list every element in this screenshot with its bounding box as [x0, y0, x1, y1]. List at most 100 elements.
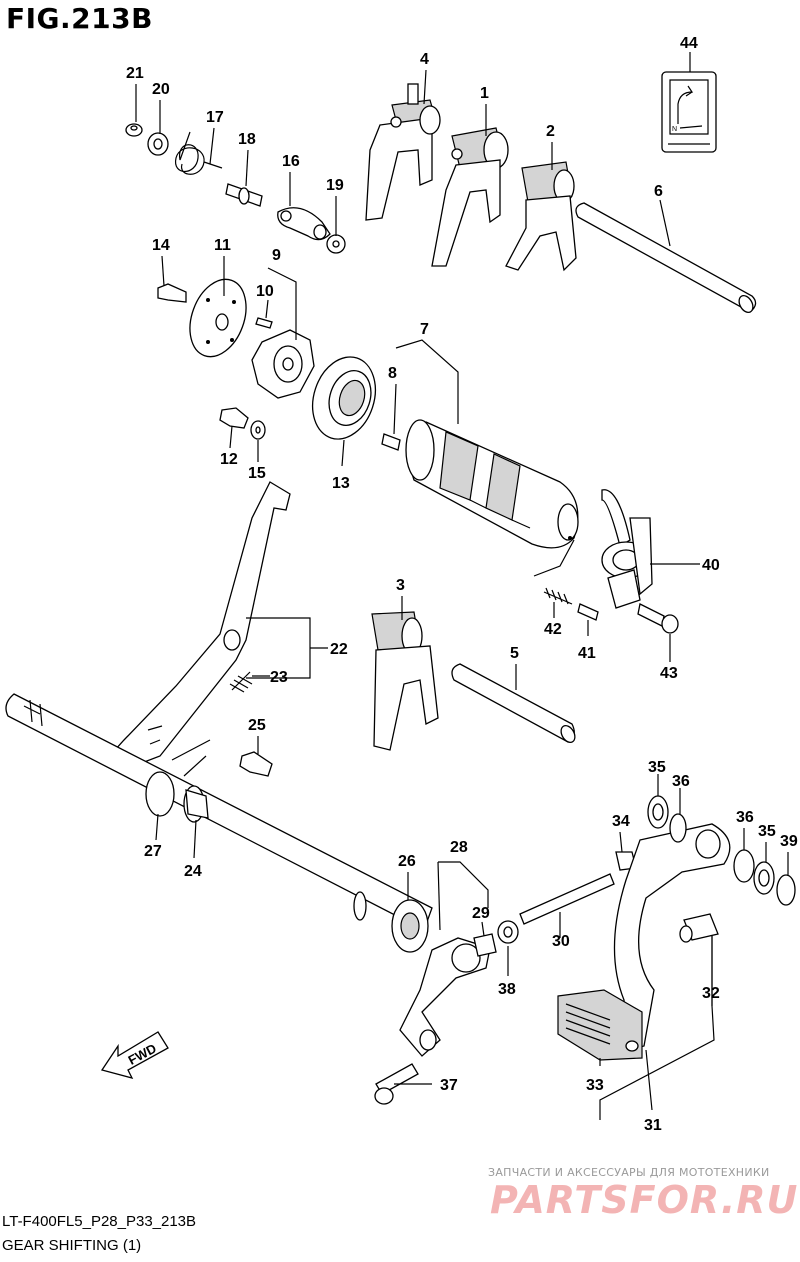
- callout-5: 5: [510, 645, 519, 662]
- callout-8: 8: [388, 365, 397, 382]
- callout-23: 23: [270, 669, 288, 686]
- callout-9: 9: [272, 247, 281, 264]
- part-43-bolt[interactable]: [637, 603, 679, 634]
- part-33-pedal-rubber[interactable]: [557, 989, 643, 1061]
- part-27-spring[interactable]: [145, 739, 211, 817]
- callout-17: 17: [206, 109, 224, 126]
- part-12-bolt[interactable]: [219, 407, 249, 429]
- part-13-bearing[interactable]: [302, 349, 385, 447]
- part-24-collar[interactable]: [183, 785, 209, 823]
- part-25-bolt[interactable]: [239, 751, 273, 777]
- part-5-fork-shaft[interactable]: [451, 663, 578, 745]
- callout-14: 14: [152, 237, 170, 254]
- part-44-label-plate[interactable]: N: [661, 71, 717, 153]
- part-32-bolt[interactable]: [679, 913, 719, 943]
- callout-42: 42: [544, 621, 562, 638]
- part-4-shift-fork[interactable]: [365, 83, 441, 221]
- watermark-logo: PARTSFOR.RU: [490, 1178, 799, 1222]
- part-7-shift-drum[interactable]: [405, 419, 579, 549]
- part-39-circlip[interactable]: [776, 874, 796, 906]
- part-36-oring-left[interactable]: [669, 813, 687, 843]
- callout-26: 26: [398, 853, 416, 870]
- callout-24: 24: [184, 863, 202, 880]
- part-16-arm[interactable]: [277, 207, 331, 241]
- callout-37: 37: [440, 1077, 458, 1094]
- callout-18: 18: [238, 131, 256, 148]
- fwd-label: FWD: [126, 1041, 159, 1068]
- part-20-washer[interactable]: [147, 132, 169, 156]
- callout-35-right: 35: [758, 823, 776, 840]
- figure-code: LT-F400FL5_P28_P33_213B: [2, 1213, 197, 1230]
- callout-2: 2: [546, 123, 555, 140]
- part-37-bolt[interactable]: [374, 1063, 419, 1105]
- callout-labels: 21 20 17 18 16 19 4 1 2 6 44 14 11 9 10 …: [126, 35, 798, 1134]
- part-29-ball-joint[interactable]: [473, 933, 497, 957]
- part-21-nut[interactable]: [125, 123, 143, 137]
- part-40-sensor[interactable]: [601, 489, 653, 609]
- part-31-shift-pedal[interactable]: [613, 823, 731, 1051]
- part-19-washer[interactable]: [326, 234, 346, 254]
- callout-4: 4: [420, 51, 429, 68]
- part-8-pin[interactable]: [381, 433, 401, 451]
- part-42-spring[interactable]: [543, 587, 573, 605]
- callout-25: 25: [248, 717, 266, 734]
- part-26-bearing[interactable]: [391, 899, 429, 953]
- callout-32: 32: [702, 985, 720, 1002]
- part-18-stud[interactable]: [225, 183, 263, 207]
- callout-34: 34: [612, 813, 630, 830]
- callout-15: 15: [248, 465, 266, 482]
- part-30-shift-rod[interactable]: [519, 873, 615, 925]
- part-main-shift-shaft[interactable]: [5, 693, 433, 931]
- callout-38: 38: [498, 981, 516, 998]
- part-23-spring[interactable]: [229, 671, 253, 693]
- callout-1: 1: [480, 85, 489, 102]
- callout-39: 39: [780, 833, 798, 850]
- callout-13: 13: [332, 475, 350, 492]
- callout-7: 7: [420, 321, 429, 338]
- part-38-nut[interactable]: [497, 920, 519, 944]
- part-14-bolt[interactable]: [157, 283, 187, 303]
- part-2-shift-fork[interactable]: [505, 161, 577, 272]
- callout-43: 43: [660, 665, 678, 682]
- callout-33: 33: [586, 1077, 604, 1094]
- callout-41: 41: [578, 645, 596, 662]
- figure-title: FIG.213B: [6, 2, 153, 35]
- part-1-shift-fork[interactable]: [431, 127, 509, 267]
- callout-44: 44: [680, 35, 698, 52]
- callout-28: 28: [450, 839, 468, 856]
- part-36-oring-right[interactable]: [733, 849, 755, 883]
- leader-lines: [135, 52, 789, 1120]
- part-9-cam[interactable]: [251, 329, 315, 399]
- callout-31: 31: [644, 1117, 662, 1134]
- callout-21: 21: [126, 65, 144, 82]
- callout-19: 19: [326, 177, 344, 194]
- callout-35-left: 35: [648, 759, 666, 776]
- callout-29: 29: [472, 905, 490, 922]
- part-11-plate[interactable]: [180, 272, 256, 365]
- callout-40: 40: [702, 557, 720, 574]
- figure-caption: GEAR SHIFTING (1): [2, 1237, 142, 1254]
- callout-10: 10: [256, 283, 274, 300]
- callout-36-right: 36: [736, 809, 754, 826]
- part-35-washer-left[interactable]: [647, 795, 669, 829]
- callout-16: 16: [282, 153, 300, 170]
- part-6-fork-shaft[interactable]: [575, 202, 757, 315]
- part-3-shift-fork[interactable]: [371, 611, 439, 751]
- part-15-washer[interactable]: [250, 420, 266, 440]
- callout-36-left: 36: [672, 773, 690, 790]
- part-35-washer-right[interactable]: [753, 861, 775, 895]
- callout-20: 20: [152, 81, 170, 98]
- callout-11: 11: [214, 237, 231, 254]
- part-17-spring[interactable]: [175, 131, 223, 175]
- callout-6: 6: [654, 183, 663, 200]
- callout-12: 12: [220, 451, 238, 468]
- part-10-pin[interactable]: [255, 317, 273, 329]
- callout-22: 22: [330, 641, 348, 658]
- watermark-tagline: ЗАПЧАСТИ И АКСЕССУАРЫ ДЛЯ МОТОТЕХНИКИ: [488, 1166, 770, 1179]
- callout-30: 30: [552, 933, 570, 950]
- label-plate-gear-n: N: [672, 126, 677, 133]
- part-41-pin[interactable]: [577, 603, 599, 621]
- callout-27: 27: [144, 843, 162, 860]
- part-28-link-arm[interactable]: [399, 937, 491, 1057]
